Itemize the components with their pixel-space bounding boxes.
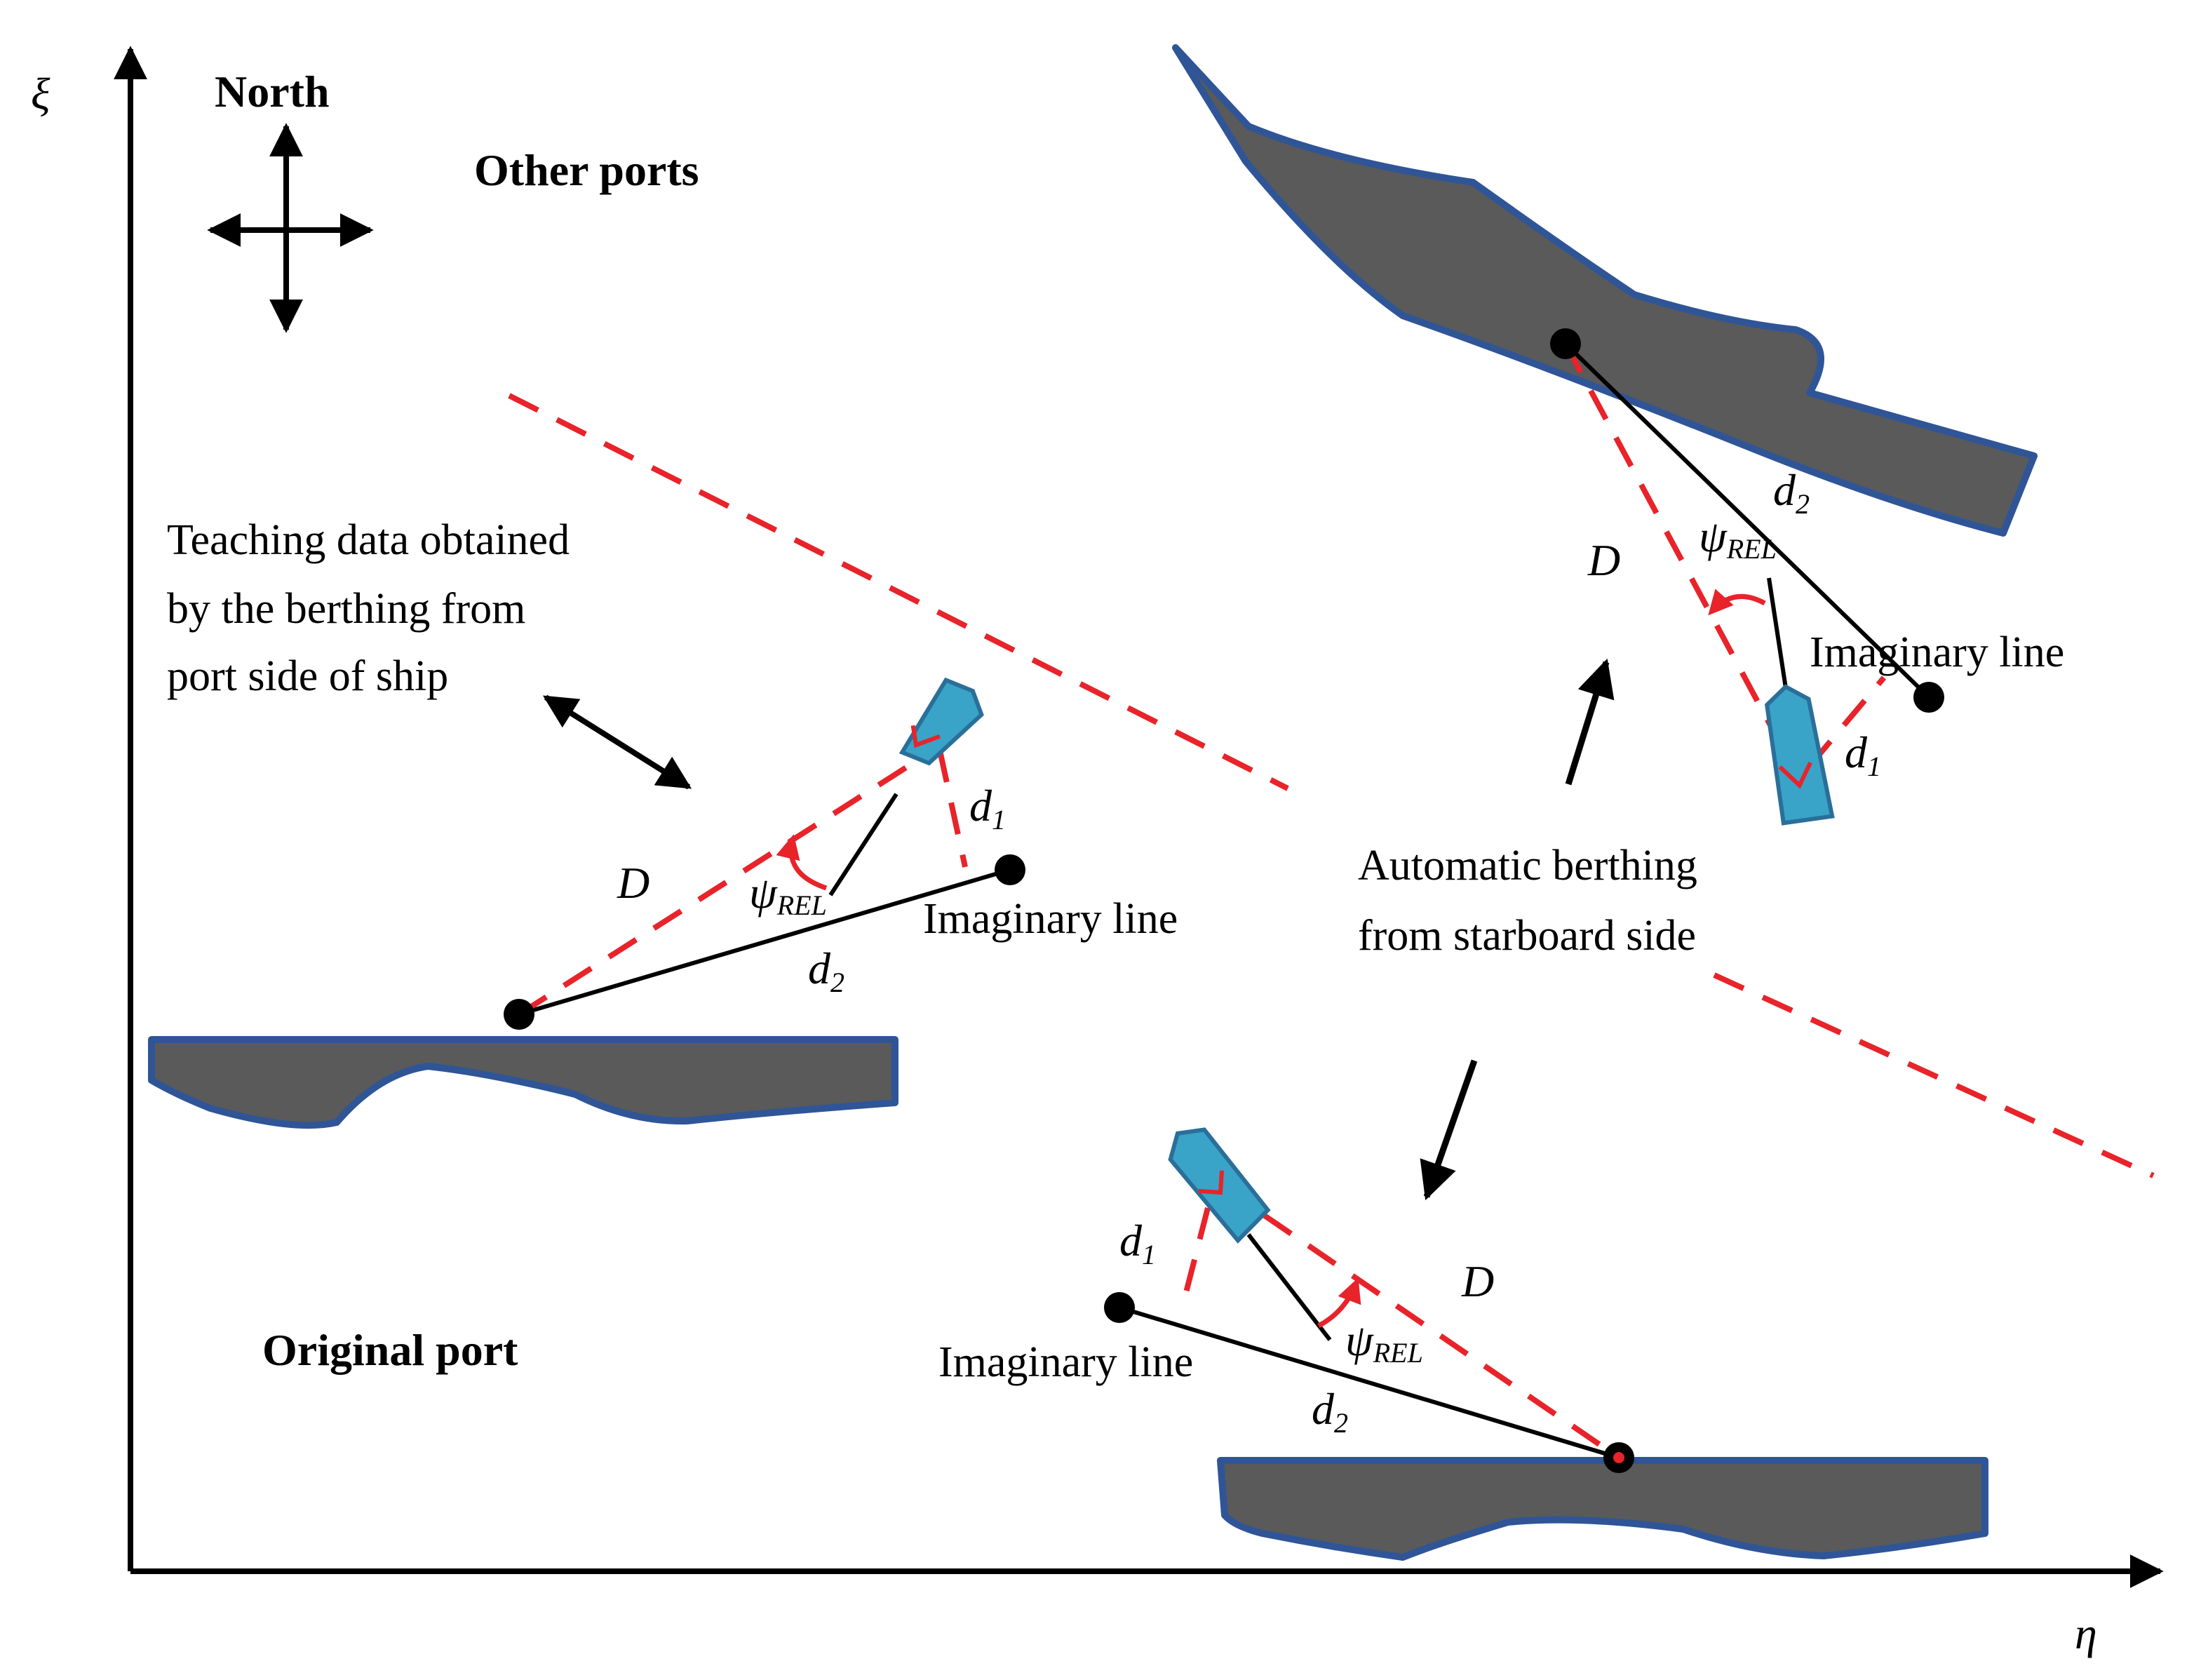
arrow-down bbox=[1420, 1059, 1478, 1201]
scenario-other-port: D d1 d2 ψREL Imaginary line bbox=[1550, 328, 2064, 826]
endpoint-dot bbox=[1913, 682, 1944, 713]
d1-dashed-line bbox=[1180, 1207, 1211, 1307]
north-label: North bbox=[215, 67, 330, 116]
D-label: D bbox=[1587, 535, 1620, 585]
d1-label: d1 bbox=[1845, 727, 1881, 782]
imaginary-line-label: Imaginary line bbox=[923, 895, 1178, 943]
original-port-label: Original port bbox=[262, 1325, 518, 1375]
endpoint-dot bbox=[995, 854, 1025, 885]
teaching-double-arrow bbox=[542, 694, 692, 790]
endpoint-dot bbox=[1104, 1292, 1135, 1323]
teaching-line-2: by the berthing from bbox=[167, 585, 525, 633]
dashed-reference-line-lower bbox=[1713, 972, 2155, 1178]
endpoint-dot-center bbox=[1613, 1452, 1624, 1463]
quay-other-ports bbox=[1172, 44, 2038, 537]
quay-original-port bbox=[148, 1036, 898, 1129]
heading-line bbox=[828, 793, 898, 896]
automatic-line-2: from starboard side bbox=[1358, 912, 1696, 960]
d1-dashed-line bbox=[937, 750, 968, 868]
psi-label: ψREL bbox=[1699, 511, 1777, 565]
scenario-teaching: D d1 d2 ψREL Imaginary line bbox=[504, 677, 1178, 1030]
psi-label: ψREL bbox=[1345, 1315, 1423, 1369]
d1-dashed-line bbox=[1807, 676, 1887, 768]
teaching-line-1: Teaching data obtained bbox=[167, 516, 570, 564]
d1-label: d1 bbox=[969, 781, 1006, 835]
eta-axis-label: η bbox=[2075, 1608, 2097, 1658]
d1-label: d1 bbox=[1119, 1216, 1156, 1270]
D-label: D bbox=[617, 858, 649, 908]
ship-icon bbox=[898, 677, 984, 766]
arrow-up bbox=[1565, 658, 1615, 786]
d2-label: d2 bbox=[1773, 465, 1810, 520]
imaginary-line-label: Imaginary line bbox=[1810, 629, 2064, 676]
psi-label: ψREL bbox=[749, 868, 827, 921]
axes: ξ η bbox=[31, 46, 2164, 1658]
D-label: D bbox=[1461, 1256, 1494, 1306]
d2-line bbox=[1119, 1305, 1620, 1460]
other-ports-label: Other ports bbox=[474, 145, 699, 195]
psi-arc bbox=[1317, 1277, 1361, 1329]
endpoint-dot bbox=[1550, 328, 1581, 359]
d2-line bbox=[518, 868, 1011, 1016]
compass-cross-icon bbox=[207, 123, 374, 333]
D-dashed-line bbox=[1563, 342, 1793, 763]
quay-bottom-right bbox=[1217, 1457, 1988, 1561]
scenario-bottom: D d1 d2 ψREL Imaginary line bbox=[938, 1127, 1634, 1473]
teaching-annotation: Teaching data obtained by the berthing f… bbox=[167, 516, 692, 790]
xi-axis-label: ξ bbox=[31, 69, 51, 119]
automatic-annotation: Automatic berthing from starboard side bbox=[1358, 658, 1697, 1201]
heading-line bbox=[1246, 1233, 1332, 1341]
endpoint-dot bbox=[504, 999, 534, 1030]
D-dashed-line bbox=[517, 745, 939, 1017]
d2-line bbox=[1563, 342, 1931, 699]
imaginary-line-label: Imaginary line bbox=[938, 1338, 1193, 1386]
ship-icon bbox=[1168, 1127, 1271, 1244]
heading-line bbox=[1767, 577, 1789, 698]
D-dashed-line bbox=[1218, 1183, 1621, 1460]
dashed-reference-line-upper bbox=[508, 393, 1289, 791]
teaching-line-3: port side of ship bbox=[167, 652, 448, 700]
psi-arc bbox=[1708, 589, 1766, 616]
d2-label: d2 bbox=[1312, 1384, 1348, 1439]
psi-arc bbox=[776, 834, 828, 891]
automatic-line-1: Automatic berthing bbox=[1358, 842, 1697, 889]
d2-label: d2 bbox=[808, 943, 844, 998]
ship-icon bbox=[1764, 684, 1835, 826]
